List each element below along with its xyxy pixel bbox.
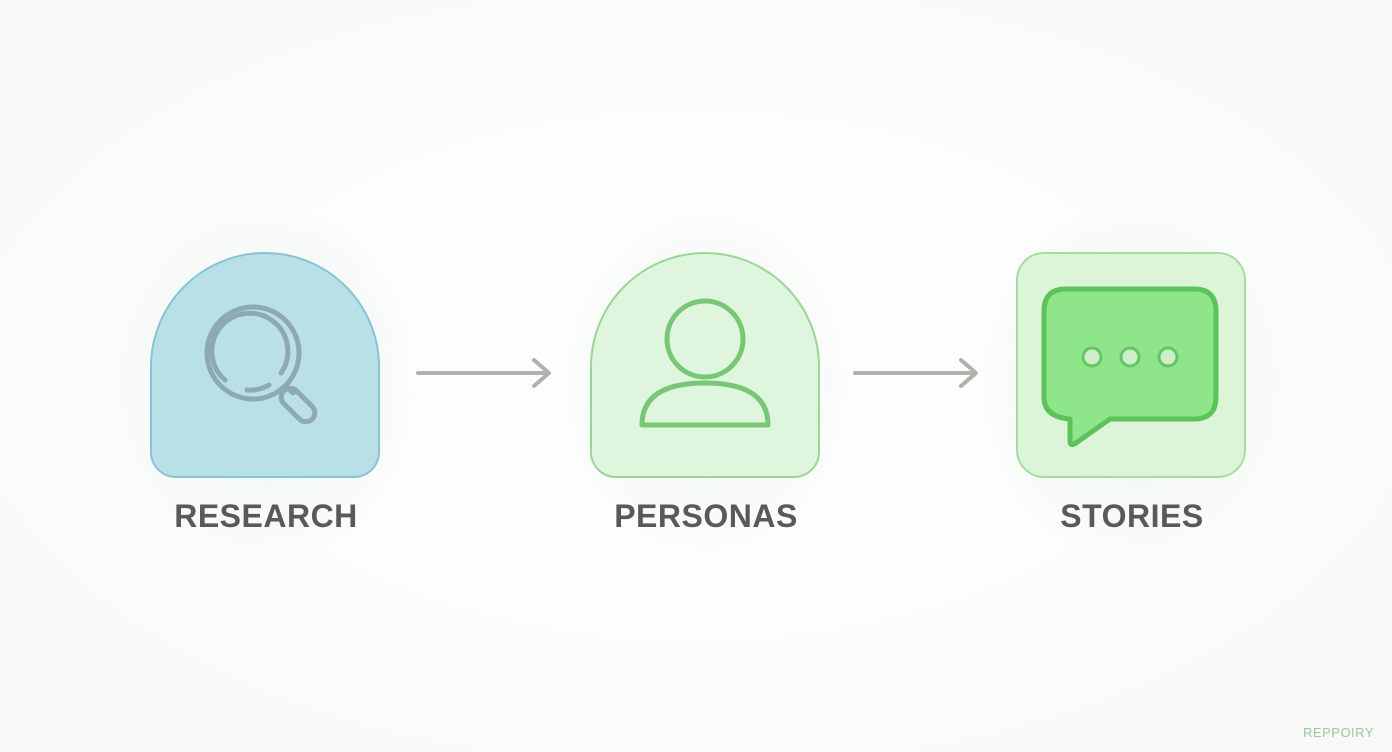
chat-bubble-icon — [1041, 286, 1219, 448]
search-icon — [204, 304, 318, 425]
stories-tile — [1016, 252, 1246, 478]
arrow-right-icon — [853, 358, 978, 388]
step-label-research: RESEARCH — [174, 498, 358, 534]
brand-watermark: REPPOIRY — [1303, 725, 1374, 740]
step-personas: PERSONAS — [550, 207, 862, 557]
person-icon — [639, 298, 771, 428]
arrow-right-icon — [416, 358, 551, 388]
step-label-stories: STORIES — [1060, 498, 1204, 534]
step-research: RESEARCH — [110, 207, 422, 557]
personas-tile — [590, 252, 820, 478]
research-tile — [150, 252, 380, 478]
step-label-personas: PERSONAS — [614, 498, 798, 534]
step-stories: STORIES — [976, 207, 1288, 557]
